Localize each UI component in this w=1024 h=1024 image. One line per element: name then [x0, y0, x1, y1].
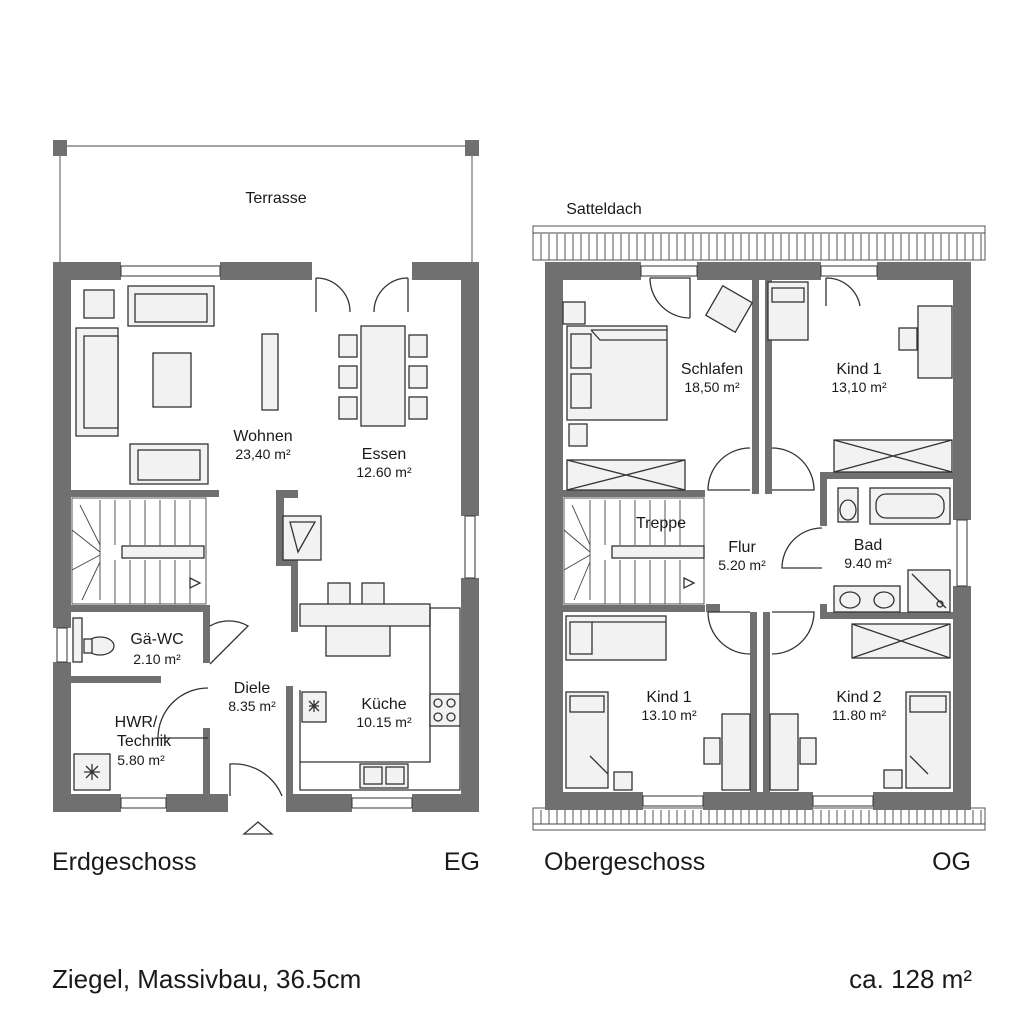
upper-floor-interior-walls	[563, 280, 953, 792]
child-room-1-bottom-furniture	[565, 615, 751, 791]
total-area-note: ca. 128 m²	[849, 964, 972, 994]
child-room-1-top-furniture	[767, 277, 953, 473]
room-name-flur: Flur	[728, 539, 756, 556]
roof-label: Satteldach	[566, 201, 642, 218]
room-area-bad: 9.40 m²	[844, 555, 892, 571]
ground-floor-title: Erdgeschoss	[52, 848, 197, 876]
room-area-wohnen: 23,40 m²	[235, 446, 291, 462]
room-name-kind2: Kind 2	[836, 689, 881, 706]
room-area-kind2: 11.80 m²	[832, 707, 887, 723]
child-room-2-furniture	[769, 623, 951, 791]
room-name-wohnen: Wohnen	[233, 428, 292, 445]
upper-floor-plan: Satteldach	[532, 201, 986, 831]
ground-floor-room-labels: Wohnen 23,40 m² Essen 12.60 m² Gä-WC 2.1…	[115, 428, 412, 768]
room-name-kind1-bottom: Kind 1	[646, 689, 691, 706]
guest-wc-fixtures	[72, 617, 250, 665]
room-area-gaeste-wc: 2.10 m²	[133, 651, 181, 667]
ground-floor-windows	[56, 265, 476, 809]
room-name-kueche: Küche	[361, 696, 406, 713]
ground-floor-code: EG	[444, 848, 480, 876]
room-name-hwr: HWR/	[115, 714, 158, 731]
bedroom-furniture	[562, 277, 754, 491]
bathroom-fixtures	[833, 487, 951, 613]
roof-eave-bottom	[532, 807, 986, 831]
terrace-label: Terrasse	[245, 190, 306, 207]
living-room-furniture	[75, 277, 428, 485]
room-name-schlafen: Schlafen	[681, 361, 743, 378]
roof-eave-top	[532, 225, 986, 261]
ground-floor-plan: Terrasse	[53, 140, 479, 835]
upper-floor-title: Obergeschoss	[544, 848, 705, 876]
room-name-diele: Diele	[234, 680, 271, 697]
captions: Erdgeschoss EG Obergeschoss OG Ziegel, M…	[52, 848, 972, 994]
room-name-kind1-top: Kind 1	[836, 361, 881, 378]
entrance	[229, 763, 283, 835]
room-name-essen: Essen	[362, 446, 406, 463]
room-area-schlafen: 18,50 m²	[684, 379, 740, 395]
ground-floor-interior-walls	[71, 490, 322, 800]
room-area-hwr: 5.80 m²	[117, 752, 165, 768]
room-area-kind1-bottom: 13.10 m²	[641, 707, 697, 723]
room-name-gaeste-wc: Gä-WC	[130, 631, 183, 648]
hwr-fixtures	[73, 687, 209, 791]
room-name-technik: Technik	[117, 733, 172, 750]
ground-floor-stairs	[71, 497, 207, 605]
stair-label: Treppe	[636, 515, 686, 532]
kitchen-fixtures	[299, 582, 461, 791]
room-area-flur: 5.20 m²	[718, 557, 766, 573]
terrace: Terrasse	[53, 140, 479, 262]
ground-floor-exterior-walls	[53, 262, 479, 812]
room-area-diele: 8.35 m²	[228, 698, 276, 714]
upper-floor-room-labels: Schlafen 18,50 m² Kind 1 13,10 m² Treppe…	[636, 361, 892, 723]
room-name-bad: Bad	[854, 537, 882, 554]
upper-floor-windows	[640, 265, 968, 807]
hall-doors	[707, 447, 823, 655]
room-area-kueche: 10.15 m²	[356, 714, 412, 730]
room-area-kind1-top: 13,10 m²	[831, 379, 887, 395]
room-area-essen: 12.60 m²	[356, 464, 412, 480]
upper-floor-code: OG	[932, 848, 971, 876]
construction-note: Ziegel, Massivbau, 36.5cm	[52, 964, 361, 994]
upper-floor-stairs	[563, 497, 705, 605]
upper-floor-exterior-walls	[545, 262, 971, 810]
